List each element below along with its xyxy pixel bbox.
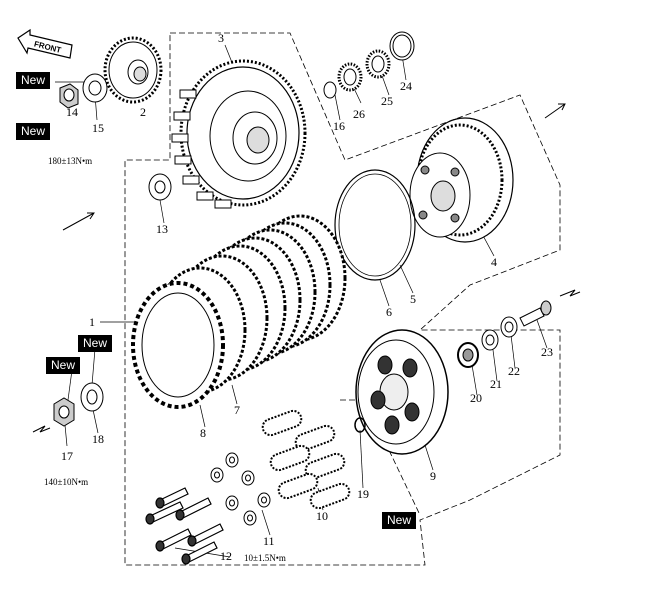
callout-13: 13 bbox=[156, 222, 168, 236]
callout-16: 16 bbox=[333, 119, 345, 133]
front-arrow: FRONT bbox=[17, 28, 73, 59]
callout-10: 10 bbox=[316, 509, 328, 523]
callout-5: 5 bbox=[410, 292, 416, 306]
callout-20: 20 bbox=[470, 391, 482, 405]
needle-bearing-26 bbox=[337, 62, 363, 92]
callout-7: 7 bbox=[234, 403, 240, 417]
push-rod-23 bbox=[519, 300, 552, 327]
torque-spec-nut-14: 180±13N•m bbox=[48, 156, 93, 166]
washer-24 bbox=[389, 31, 415, 61]
callout-21: 21 bbox=[490, 377, 502, 391]
callout-25: 25 bbox=[381, 94, 393, 108]
new-badge-19: New bbox=[382, 512, 417, 529]
pressure-plate bbox=[355, 329, 449, 455]
callout-14: 14 bbox=[66, 105, 78, 119]
new-badge-15: New bbox=[16, 123, 51, 140]
callout-18: 18 bbox=[92, 432, 104, 446]
callout-3: 3 bbox=[218, 31, 224, 45]
washer-18 bbox=[80, 382, 104, 412]
callout-6: 6 bbox=[386, 305, 392, 319]
circlip-19 bbox=[354, 417, 366, 433]
callout-4: 4 bbox=[491, 255, 497, 269]
bearing-20 bbox=[457, 342, 479, 368]
callout-8: 8 bbox=[200, 426, 206, 440]
washer-22 bbox=[500, 316, 518, 338]
new-badge-14: New bbox=[16, 72, 51, 89]
callout-24: 24 bbox=[400, 79, 412, 93]
new-badge-17: New bbox=[46, 357, 81, 374]
assembly-outline bbox=[124, 32, 561, 566]
callout-23: 23 bbox=[541, 345, 553, 359]
callout-17: 17 bbox=[61, 449, 73, 463]
washer-15 bbox=[82, 73, 108, 103]
torque-spec-bolt-12: 10±1.5N•m bbox=[244, 553, 286, 563]
spring-bolts-12 bbox=[145, 487, 224, 565]
callout-22: 22 bbox=[508, 364, 520, 378]
callout-9: 9 bbox=[430, 469, 436, 483]
callout-12: 12 bbox=[220, 549, 232, 563]
new-badge-18: New bbox=[78, 335, 113, 352]
callout-15: 15 bbox=[92, 121, 104, 135]
washer-13 bbox=[148, 173, 172, 201]
nut-17 bbox=[53, 397, 75, 427]
clutch-housing bbox=[171, 59, 307, 209]
clutch-hub bbox=[409, 117, 514, 243]
direction-arrows bbox=[32, 103, 581, 433]
torque-spec-nut-17: 140±10N•m bbox=[44, 477, 89, 487]
clutch-springs bbox=[261, 409, 351, 510]
spring-washers-11 bbox=[210, 452, 271, 526]
nut-14 bbox=[59, 83, 79, 109]
washer-21 bbox=[481, 329, 499, 351]
callout-19: 19 bbox=[357, 487, 369, 501]
callout-2: 2 bbox=[140, 105, 146, 119]
primary-gear bbox=[103, 36, 163, 104]
callout-1: 1 bbox=[89, 315, 95, 329]
leader-lines bbox=[55, 44, 548, 558]
callout-11: 11 bbox=[263, 534, 275, 548]
clutch-plate-stack bbox=[131, 214, 347, 409]
o-ring-16 bbox=[323, 81, 337, 99]
callout-26: 26 bbox=[353, 107, 365, 121]
needle-bearing-25 bbox=[365, 49, 391, 79]
wire-ring-5 bbox=[334, 169, 416, 281]
